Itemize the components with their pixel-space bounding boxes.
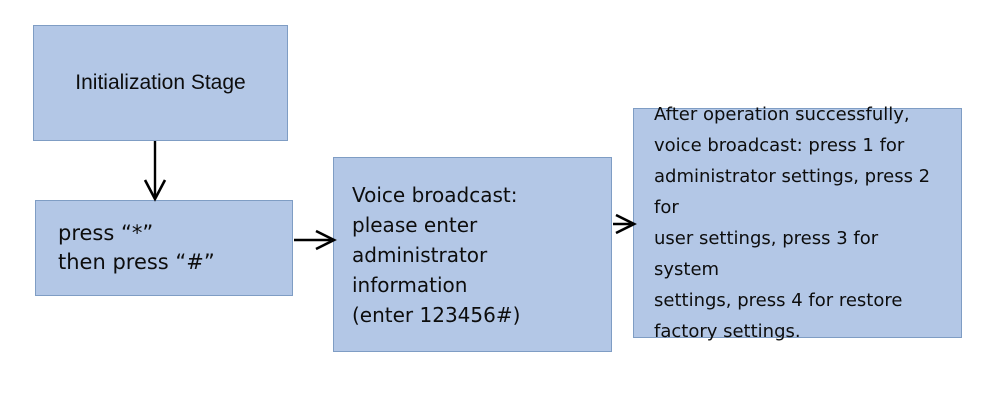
flow-node-after-operation-successfully[interactable]: After operation successfully, voice broa… [633, 104, 962, 342]
flow-arrow-voice-to-after [613, 213, 637, 235]
flow-node-initialization-stage[interactable]: Initialization Stage [33, 25, 288, 141]
flow-node-press-star-hash-label: press “*” then press “#” [58, 221, 215, 274]
flow-node-voice-broadcast-enter-admin-label: Voice broadcast: please enter administra… [352, 182, 521, 327]
flow-arrow-voice-to-after-head [615, 213, 637, 235]
flow-arrow-init-to-press-head [143, 179, 167, 202]
flow-arrow-press-to-voice-head [315, 229, 337, 251]
flow-arrow-init-to-press [143, 141, 167, 202]
flow-node-initialization-stage-label: Initialization Stage [75, 71, 246, 94]
flow-node-after-operation-successfully-label: After operation successfully, voice broa… [654, 104, 931, 342]
flow-node-voice-broadcast-enter-admin[interactable]: Voice broadcast: please enter administra… [333, 157, 612, 352]
flow-node-press-star-hash[interactable]: press “*” then press “#” [35, 200, 293, 296]
flow-arrow-press-to-voice [294, 229, 337, 251]
